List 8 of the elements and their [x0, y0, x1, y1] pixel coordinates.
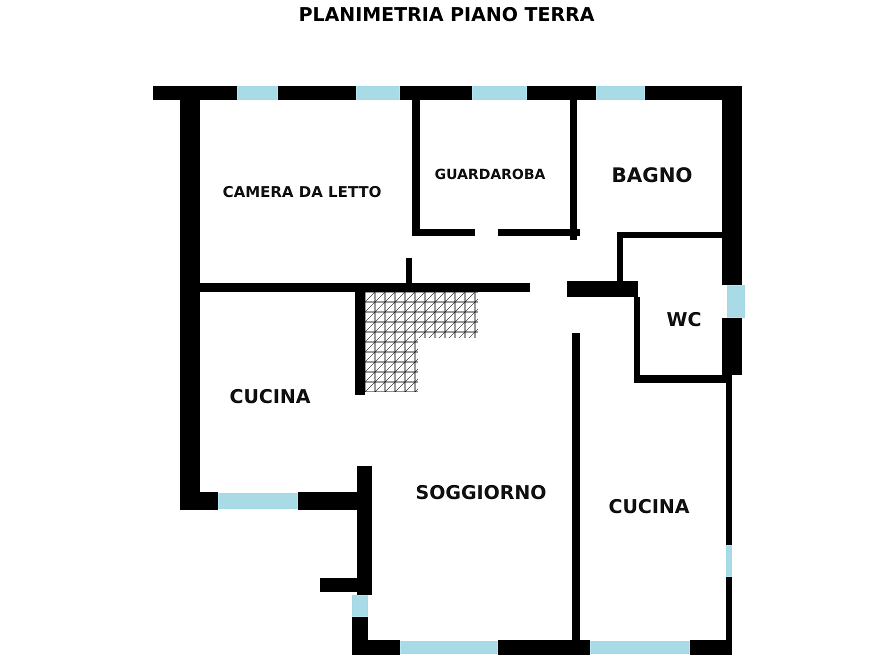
- room-label: WC: [666, 309, 702, 331]
- room-label: SOGGIORNO: [416, 482, 546, 504]
- room-label: CAMERA DA LETTO: [222, 183, 382, 201]
- plan-title: PLANIMETRIA PIANO TERRA: [298, 4, 594, 26]
- room-label: GUARDAROBA: [434, 167, 546, 183]
- room-label: BAGNO: [612, 163, 692, 187]
- room-label: CUCINA: [230, 386, 310, 408]
- room-label: CUCINA: [608, 496, 690, 518]
